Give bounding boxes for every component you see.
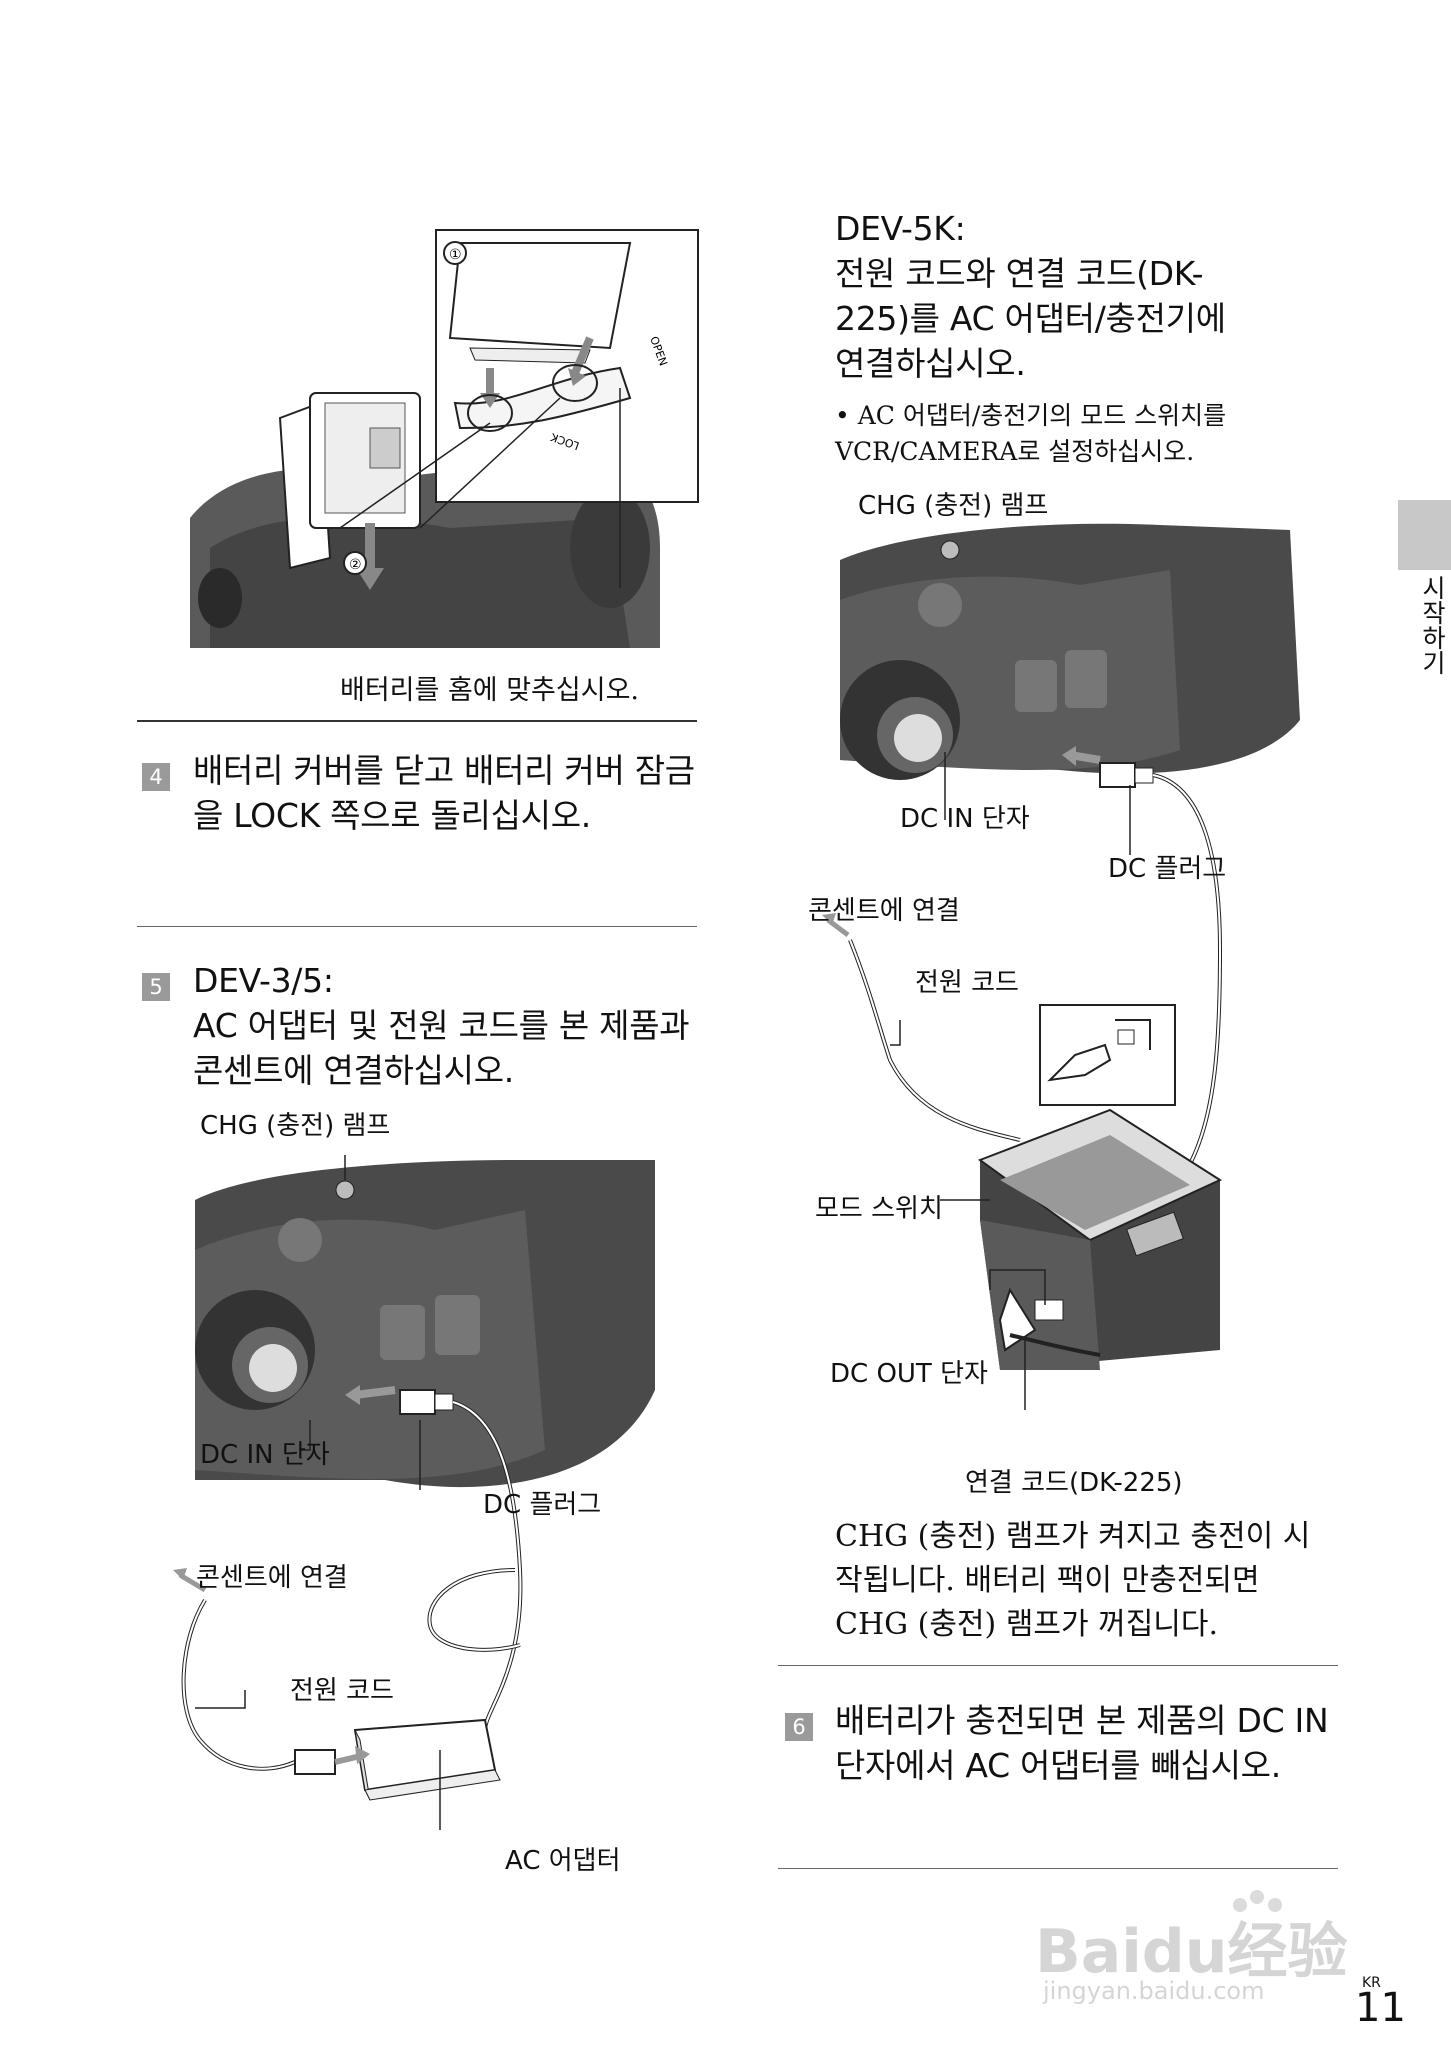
left-power-cord-label: 전원 코드 bbox=[290, 1676, 394, 1706]
page-number: 11 bbox=[1355, 1985, 1406, 2031]
side-tab-label: 시작하기 bbox=[1418, 575, 1447, 675]
mode-switch-note-text: AC 어댑터/충전기의 모드 스위치를 VCR/CAMERA로 설정하십시오. bbox=[835, 401, 1227, 466]
divider-4 bbox=[778, 1868, 1338, 1869]
charger-connection-illustration bbox=[822, 523, 1300, 1410]
step-number-4: 4 bbox=[142, 763, 170, 791]
right-dc-in-label: DC IN 단자 bbox=[900, 804, 1030, 834]
mode-switch-note: • AC 어댑터/충전기의 모드 스위치를 VCR/CAMERA로 설정하십시오… bbox=[835, 398, 1325, 470]
watermark-url: jingyan.baidu.com bbox=[1043, 1977, 1265, 2005]
divider-1 bbox=[137, 720, 697, 722]
bullet-icon: • bbox=[835, 401, 858, 430]
right-heading-line-1: DEV-5K: bbox=[835, 209, 966, 248]
step-5-title: DEV-3/5: bbox=[193, 961, 334, 1000]
side-tab-marker bbox=[1398, 500, 1451, 570]
watermark-text: Baidu经验 bbox=[1035, 1917, 1348, 1987]
region-code: KR bbox=[1362, 1975, 1381, 1991]
step-6-text: 배터리가 충전되면 본 제품의 DC IN 단자에서 AC 어댑터를 빼십시오. bbox=[835, 1701, 1329, 1785]
right-chg-lamp-label: CHG (충전) 램프 bbox=[858, 491, 1049, 521]
battery-caption: 배터리를 홈에 맞추십시오. bbox=[340, 675, 639, 706]
right-power-cord-label: 전원 코드 bbox=[915, 968, 1019, 998]
step-mark-2: ② bbox=[349, 557, 362, 573]
left-outlet-label: 콘센트에 연결 bbox=[196, 1563, 348, 1593]
baidu-watermark: Baidu经验 jingyan.baidu.com bbox=[1035, 1885, 1360, 2005]
divider-2 bbox=[137, 926, 697, 927]
right-dc-plug-label: DC 플러그 bbox=[1108, 854, 1227, 884]
dc-out-label: DC OUT 단자 bbox=[830, 1359, 988, 1389]
battery-insertion-illustration: ② ① OPEN LOCK bbox=[190, 229, 699, 648]
right-heading-line-2: 전원 코드와 연결 코드(DK- bbox=[835, 254, 1204, 293]
step-mark-1: ① bbox=[449, 247, 462, 263]
mode-switch-label: 모드 스위치 bbox=[815, 1194, 943, 1224]
step-4-text: 배터리 커버를 닫고 배터리 커버 잠금을 LOCK 쪽으로 돌리십시오. bbox=[193, 751, 695, 835]
left-chg-lamp-label: CHG (충전) 램프 bbox=[200, 1111, 391, 1141]
divider-3 bbox=[778, 1665, 1338, 1666]
paw-icon bbox=[1233, 1898, 1247, 1912]
right-heading-line-3: 225)를 AC 어댑터/충전기에 bbox=[835, 299, 1226, 338]
ac-adapter-label: AC 어댑터 bbox=[505, 1846, 621, 1876]
connect-cord-label: 연결 코드(DK-225) bbox=[965, 1468, 1183, 1498]
ac-adapter-connection-illustration bbox=[173, 1155, 655, 1830]
right-heading: DEV-5K: 전원 코드와 연결 코드(DK- 225)를 AC 어댑터/충전… bbox=[835, 206, 1355, 386]
step-5-text: AC 어댑터 및 전원 코드를 본 제품과 콘센트에 연결하십시오. bbox=[193, 1006, 690, 1090]
charge-status-text: CHG (충전) 램프가 켜지고 충전이 시작됩니다. 배터리 팩이 만충전되면… bbox=[835, 1519, 1311, 1642]
right-outlet-label: 콘센트에 연결 bbox=[808, 896, 960, 926]
step-number-5: 5 bbox=[142, 973, 170, 1001]
step-number-6: 6 bbox=[785, 1713, 813, 1741]
right-heading-line-4: 연결하십시오. bbox=[835, 344, 1026, 383]
left-dc-plug-label: DC 플러그 bbox=[483, 1490, 602, 1520]
left-dc-in-label: DC IN 단자 bbox=[200, 1440, 330, 1470]
